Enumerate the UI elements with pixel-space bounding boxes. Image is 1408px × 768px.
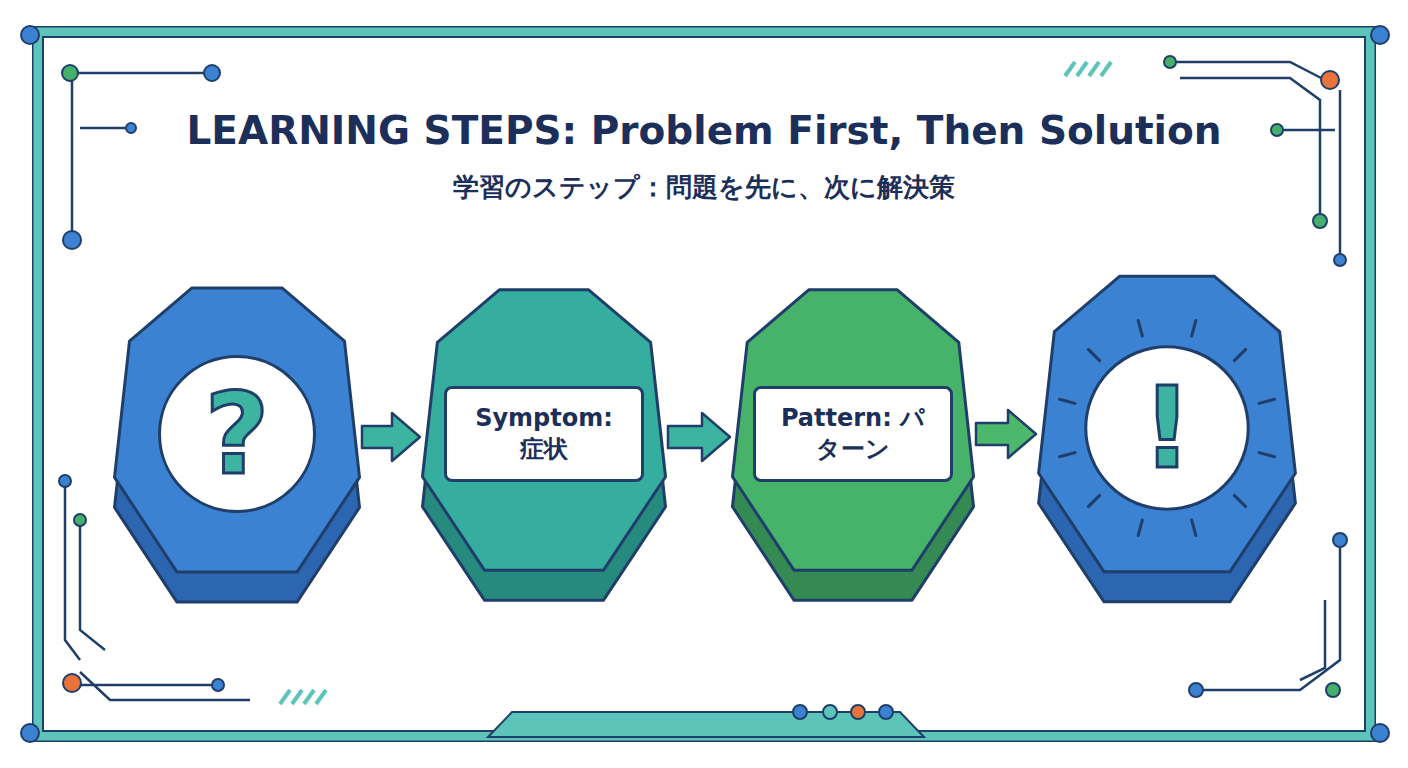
shape-face [422,290,665,570]
corner-dot [21,26,39,44]
label-box: Pattern: パターン [753,386,953,482]
burst-ray [1138,321,1142,336]
burst-ray [1234,349,1245,360]
burst-ray [1259,399,1274,403]
status-dot [879,705,893,719]
circuit-trace [65,485,80,660]
hatch-mark [1065,62,1075,76]
circuit-dot [212,679,224,691]
burst-ray [1234,495,1245,506]
circuit-dot [59,475,71,487]
circuit-dot [204,65,220,81]
hatch-mark [280,690,290,704]
circuit-dot [1321,71,1339,89]
flow-arrow [668,413,730,461]
hatch-mark [1101,62,1111,76]
label-box: Symptom: 症状 [444,386,644,482]
diagram-title: LEARNING STEPS: Problem First, Then Solu… [0,108,1408,153]
circuit-dot [1313,214,1327,228]
burst-ray [1060,399,1075,403]
circuit-dot [126,123,136,133]
circuit-trace [71,80,74,232]
shape-face [732,290,973,570]
hatch-mark [304,690,314,704]
hatch-marks [280,62,1111,704]
circuit-dot [1271,124,1283,136]
status-dot [823,705,837,719]
hatch-mark [1077,62,1087,76]
circuit-dot [1326,683,1340,697]
circuit-trace [1300,600,1325,680]
flow-arrow [976,410,1036,458]
corner-dot [1371,724,1389,742]
burst-ray [1088,349,1099,360]
step-node: ? [112,282,362,608]
step-label: Pattern: パターン [778,403,928,465]
hatch-mark [292,690,302,704]
subtitle: 学習のステップ：問題を先に、次に解決策 [0,170,1408,205]
circuit-trace [70,72,210,75]
burst-ray [1088,495,1099,506]
hatch-mark [1089,62,1099,76]
circuit-trace [80,520,105,650]
burst-ray [1138,520,1142,535]
circuit-dot [1164,56,1176,68]
circuit-dot [63,231,81,249]
symbol-mark: ! [1036,360,1298,496]
circuit-dot [1333,533,1347,547]
circuit-dot [63,674,81,692]
step-node: Pattern: パターン [730,284,976,606]
circuit-trace [80,672,250,700]
burst-ray [1060,453,1075,457]
circuit-dot [1334,254,1346,266]
step-node: ! [1036,270,1298,608]
step-label: Symptom: 症状 [469,403,619,465]
burst-ray [1192,520,1196,535]
corner-dot [1371,26,1389,44]
corner-dot [21,724,39,742]
burst-ray [1259,453,1274,457]
flow-arrow [362,413,420,461]
hatch-mark [316,690,326,704]
circuit-dot [1189,683,1203,697]
circuit-dot [74,514,86,526]
circuit-dot [62,65,78,81]
circuit-trace [1339,90,1342,255]
circuit-trace [1282,129,1335,132]
circuit-trace [80,127,128,130]
circuit-traces [65,62,1340,700]
status-dot [793,705,807,719]
symbol-mark: ? [112,366,362,502]
burst-ray [1192,321,1196,336]
step-node: Symptom: 症状 [420,284,668,606]
status-dot [851,705,865,719]
